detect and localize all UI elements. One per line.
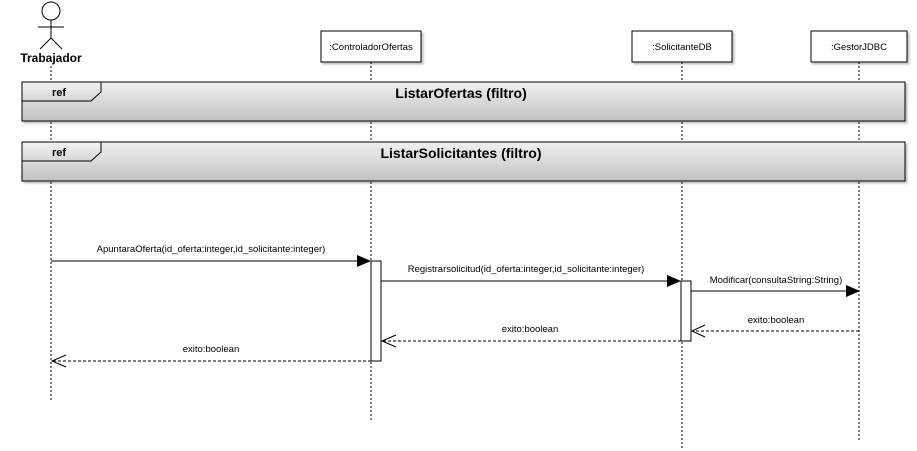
return-message-gestor[interactable]: exito:boolean	[690, 315, 859, 338]
ref-fragment-listar-solicitantes[interactable]: ref ListarSolicitantes (filtro)	[21, 141, 906, 182]
ref-tag-label: ref	[52, 147, 66, 159]
message-label: ApuntaraOferta(id_oferta:integer,id_soli…	[97, 244, 326, 255]
arrowhead-filled	[357, 255, 371, 267]
message-label: exito:boolean	[502, 324, 559, 335]
ref-tag-box	[21, 141, 102, 162]
activation-bar-controlador	[370, 260, 382, 362]
lifeline-controlador-label: :ControladorOfertas	[329, 42, 413, 53]
message-apuntar-oferta[interactable]: ApuntaraOferta(id_oferta:integer,id_soli…	[51, 244, 371, 267]
return-message-solicitante[interactable]: exito:boolean	[380, 324, 681, 348]
arrowhead-open	[380, 334, 397, 348]
ref-title: ListarOfertas (filtro)	[395, 85, 526, 101]
lifeline-gestor-label: :GestorJDBC	[831, 42, 887, 53]
ref-fragment-listar-ofertas[interactable]: ref ListarOfertas (filtro)	[21, 81, 906, 122]
ref-title: ListarSolicitantes (filtro)	[380, 145, 541, 161]
message-label: Modificar(consultaString:String)	[710, 275, 843, 286]
lifeline-controlador-header[interactable]: :ControladorOfertas	[320, 30, 422, 63]
actor-left-leg	[39, 37, 52, 50]
arrowhead-open	[690, 324, 706, 338]
actor-trabajador[interactable]: Trabajador	[20, 1, 82, 65]
lifeline-gestor-header[interactable]: :GestorJDBC	[810, 30, 908, 63]
ref-tag-label: ref	[52, 87, 66, 99]
arrowhead-filled	[846, 285, 860, 297]
actor-label: Trabajador	[20, 51, 82, 65]
message-label: exito:boolean	[748, 315, 805, 326]
arrowhead-open	[50, 354, 67, 368]
ref-tag-box	[21, 81, 102, 102]
activation-bar-solicitante	[680, 280, 692, 342]
actor-head	[41, 1, 61, 21]
message-modificar[interactable]: Modificar(consultaString:String)	[691, 275, 860, 297]
message-label: Registrarsolicitud(id_oferta:integer,id_…	[408, 264, 645, 275]
return-message-controlador[interactable]: exito:boolean	[50, 344, 371, 368]
lifeline-solicitante-header[interactable]: :SolicitanteDB	[631, 30, 733, 63]
message-registrar-solicitud[interactable]: Registrarsolicitud(id_oferta:integer,id_…	[381, 264, 681, 287]
message-label: exito:boolean	[183, 344, 240, 355]
actor-right-leg	[50, 37, 63, 50]
arrowhead-filled	[667, 275, 681, 287]
lifeline-solicitante-label: :SolicitanteDB	[652, 42, 712, 53]
